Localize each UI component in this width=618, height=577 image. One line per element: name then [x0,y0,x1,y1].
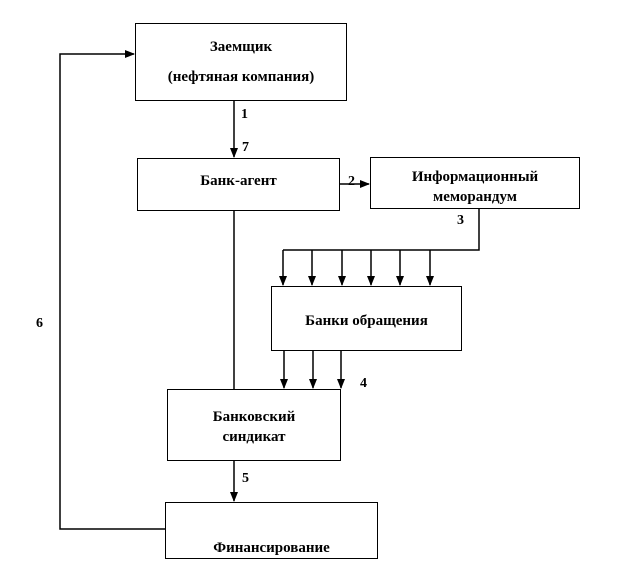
step-number-4: 4 [360,376,367,391]
agent-bank-label: Банк-агент [200,173,277,189]
agent-bank-box: Банк-агент [137,158,340,211]
step-number-1: 1 [241,107,248,122]
circulation-banks-label: Банки обращения [305,313,428,329]
arrow-financing-to-borrower [59,50,165,530]
bank-syndicate-line1: Банковский [212,409,296,425]
step-number-6: 6 [36,316,43,331]
borrower-box: Заемщик (нефтяная компания) [135,23,347,101]
info-memo-line1: Информационный [411,169,539,185]
step-number-3: 3 [457,213,464,228]
circulation-banks-box: Банки обращения [271,286,462,351]
step-number-5: 5 [242,471,249,486]
info-memo-line2: меморандум [433,189,517,205]
borrower-title: Заемщик [209,39,273,55]
bank-syndicate-box: Банковский синдикат [167,389,341,461]
step-number-2: 2 [348,174,355,189]
financing-box: Финансирование [165,502,378,559]
bank-syndicate-line2: синдикат [222,429,286,445]
step-number-7: 7 [242,140,249,155]
financing-label: Финансирование [213,540,330,556]
line-memo-to-bus [283,209,480,251]
borrower-subtitle: (нефтяная компания) [167,69,315,85]
info-memo-box: Информационный меморандум [370,157,580,209]
